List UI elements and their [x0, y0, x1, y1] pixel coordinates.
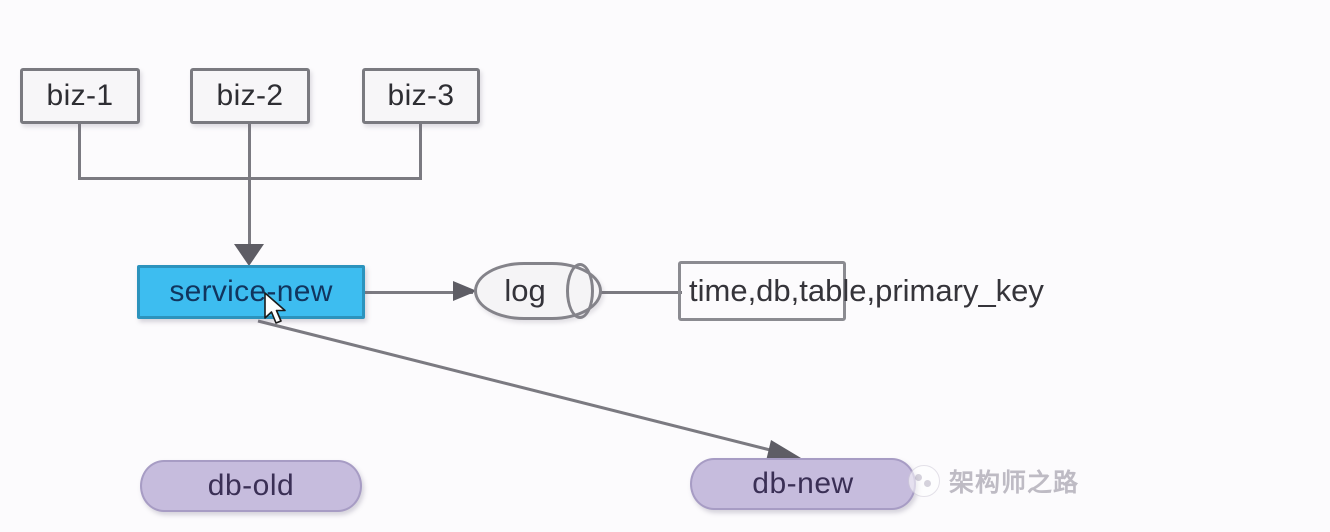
log-cylinder-cap: [566, 263, 594, 319]
node-biz-2-label: biz-2: [216, 79, 284, 112]
node-service-new[interactable]: service-new: [137, 265, 365, 319]
edge-biz1-stem: [78, 123, 81, 179]
watermark: 架构师之路: [908, 463, 1079, 499]
node-attributes[interactable]: time,db,table,primary_key: [678, 261, 1044, 321]
arrowhead-into-service-new: [234, 244, 264, 266]
edge-service-to-db-new: [257, 319, 791, 457]
edge-biz2-stem: [248, 123, 251, 246]
bottom-cut-text: [0, 518, 1330, 532]
node-biz-1-label: biz-1: [46, 79, 114, 112]
node-log-label: log: [504, 273, 546, 308]
watermark-text: 架构师之路: [949, 468, 1080, 497]
edge-service-to-log: [365, 291, 473, 294]
node-db-new[interactable]: db-new: [690, 458, 916, 510]
node-biz-3[interactable]: biz-3: [362, 68, 480, 124]
node-biz-2[interactable]: biz-2: [190, 68, 310, 124]
node-db-old[interactable]: db-old: [140, 460, 362, 512]
edge-log-to-attributes: [600, 291, 682, 294]
wechat-logo-icon: [908, 465, 940, 497]
node-biz-3-label: biz-3: [387, 79, 455, 112]
node-attributes-label: time,db,table,primary_key: [689, 273, 1044, 308]
node-log[interactable]: log: [474, 262, 602, 320]
node-db-old-label: db-old: [207, 469, 295, 502]
edge-biz3-stem: [419, 123, 422, 179]
node-service-new-label: service-new: [169, 275, 333, 308]
node-biz-1[interactable]: biz-1: [20, 68, 140, 124]
node-db-new-label: db-new: [752, 467, 854, 500]
